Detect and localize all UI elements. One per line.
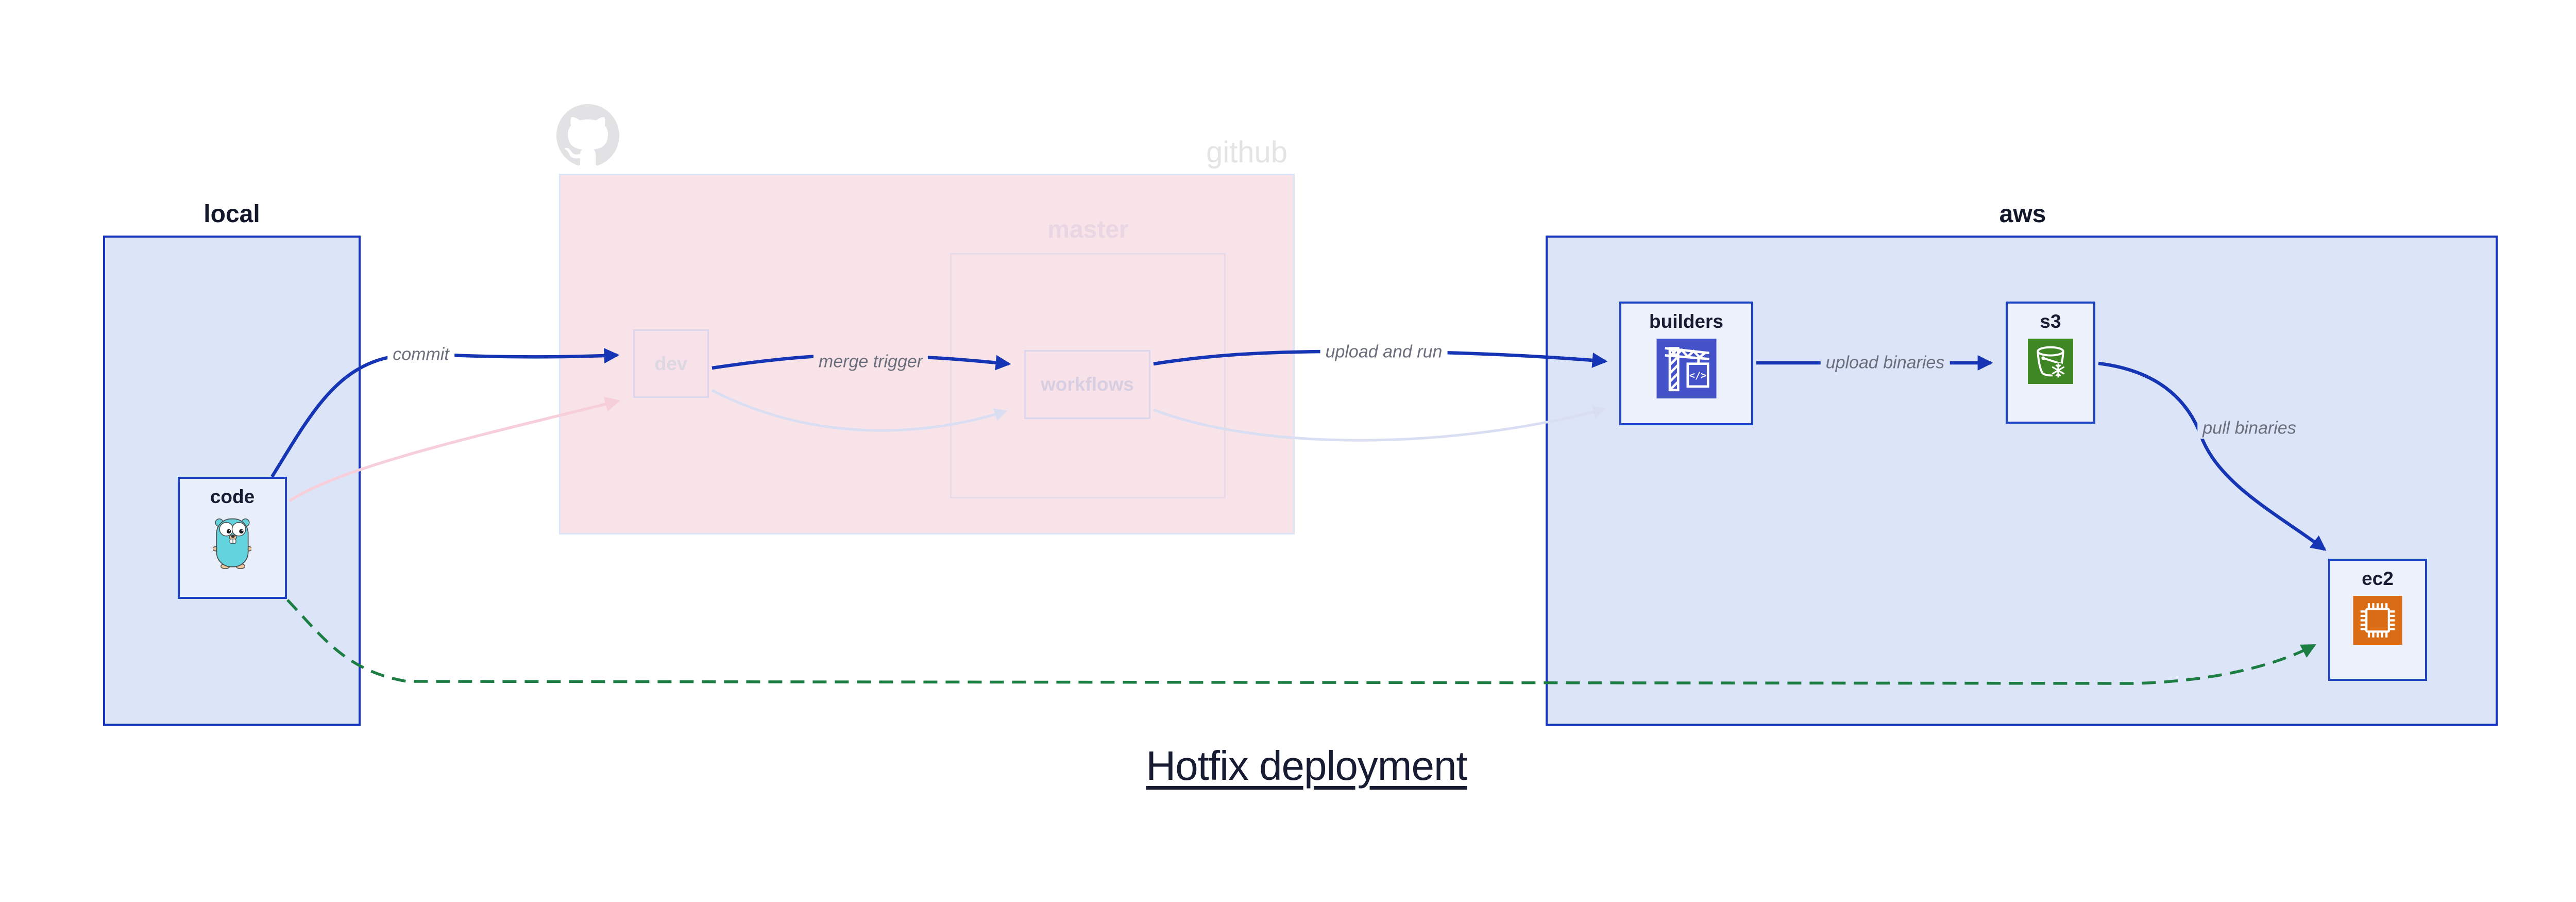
cluster-title-local: local — [204, 201, 260, 228]
node-builders-label: builders — [1649, 311, 1723, 332]
diagram-title: Hotfix deployment — [1146, 743, 1467, 789]
node-dev-label: dev — [654, 353, 688, 374]
node-code: code — [178, 477, 287, 599]
node-dev: dev — [633, 329, 709, 398]
cluster-title-github: github — [1206, 136, 1288, 169]
edge-label-upload-binaries: upload binaries — [1820, 352, 1950, 374]
go-gopher-icon — [213, 514, 251, 570]
cluster-title-aws: aws — [1999, 201, 2046, 228]
node-ec2-label: ec2 — [2362, 568, 2394, 589]
svg-text:</>: </> — [1689, 371, 1706, 381]
node-s3: s3 — [2006, 302, 2095, 424]
node-ec2: ec2 — [2328, 559, 2427, 681]
s3-bucket-snowflake-icon — [2028, 339, 2073, 384]
edge-label-pull-binaries: pull binaries — [2197, 417, 2301, 439]
edge-label-merge-trigger: merge trigger — [813, 351, 928, 373]
cluster-master — [950, 253, 1226, 498]
ec2-chip-icon — [2353, 596, 2402, 645]
edge-label-commit: commit — [387, 344, 454, 365]
codebuild-crane-icon: </> — [1656, 339, 1717, 398]
node-builders: builders </> — [1619, 302, 1753, 425]
node-s3-label: s3 — [2040, 311, 2061, 332]
cluster-title-master: master — [1047, 216, 1129, 243]
node-code-label: code — [210, 486, 255, 507]
edge-label-upload-and-run: upload and run — [1320, 341, 1448, 363]
github-octocat-icon — [556, 104, 619, 166]
node-workflows: workflows — [1024, 350, 1150, 419]
node-workflows-label: workflows — [1041, 374, 1134, 395]
